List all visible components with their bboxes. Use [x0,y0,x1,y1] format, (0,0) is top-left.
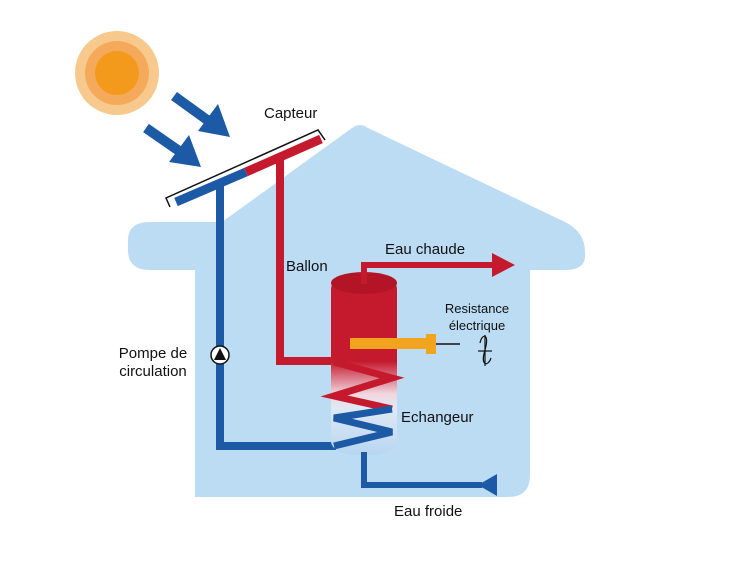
hot-water-outlet [361,253,515,284]
collector-label: Capteur [264,105,318,122]
resistance-label-line2: électrique [448,318,506,333]
exchanger-label: Echangeur [401,409,474,426]
sun-ray-arrow [143,123,201,167]
cold-water-label: Eau froide [394,503,463,520]
pump-icon [210,345,230,365]
tank-label: Ballon [286,258,328,275]
electric-resistance [350,334,460,354]
pump-label: Pompe de circulation [112,345,194,381]
solar-collector [174,134,323,207]
electric-symbol-icon [478,335,492,366]
sun-ray-arrow [171,91,230,137]
resistance-label-line1: Resistance [444,301,510,316]
resistance-label: Resistance électrique [436,300,518,334]
collector-frame [165,129,326,208]
hot-water-label: Eau chaude [385,241,466,258]
pump-label-line2: circulation [119,363,187,380]
heat-exchanger-coil [320,358,405,450]
cold-pipe [216,186,336,450]
pump-label-line1: Pompe de [118,345,188,362]
hot-pipe [276,157,338,365]
sun-icon [75,31,159,115]
cold-water-inlet [361,452,497,496]
